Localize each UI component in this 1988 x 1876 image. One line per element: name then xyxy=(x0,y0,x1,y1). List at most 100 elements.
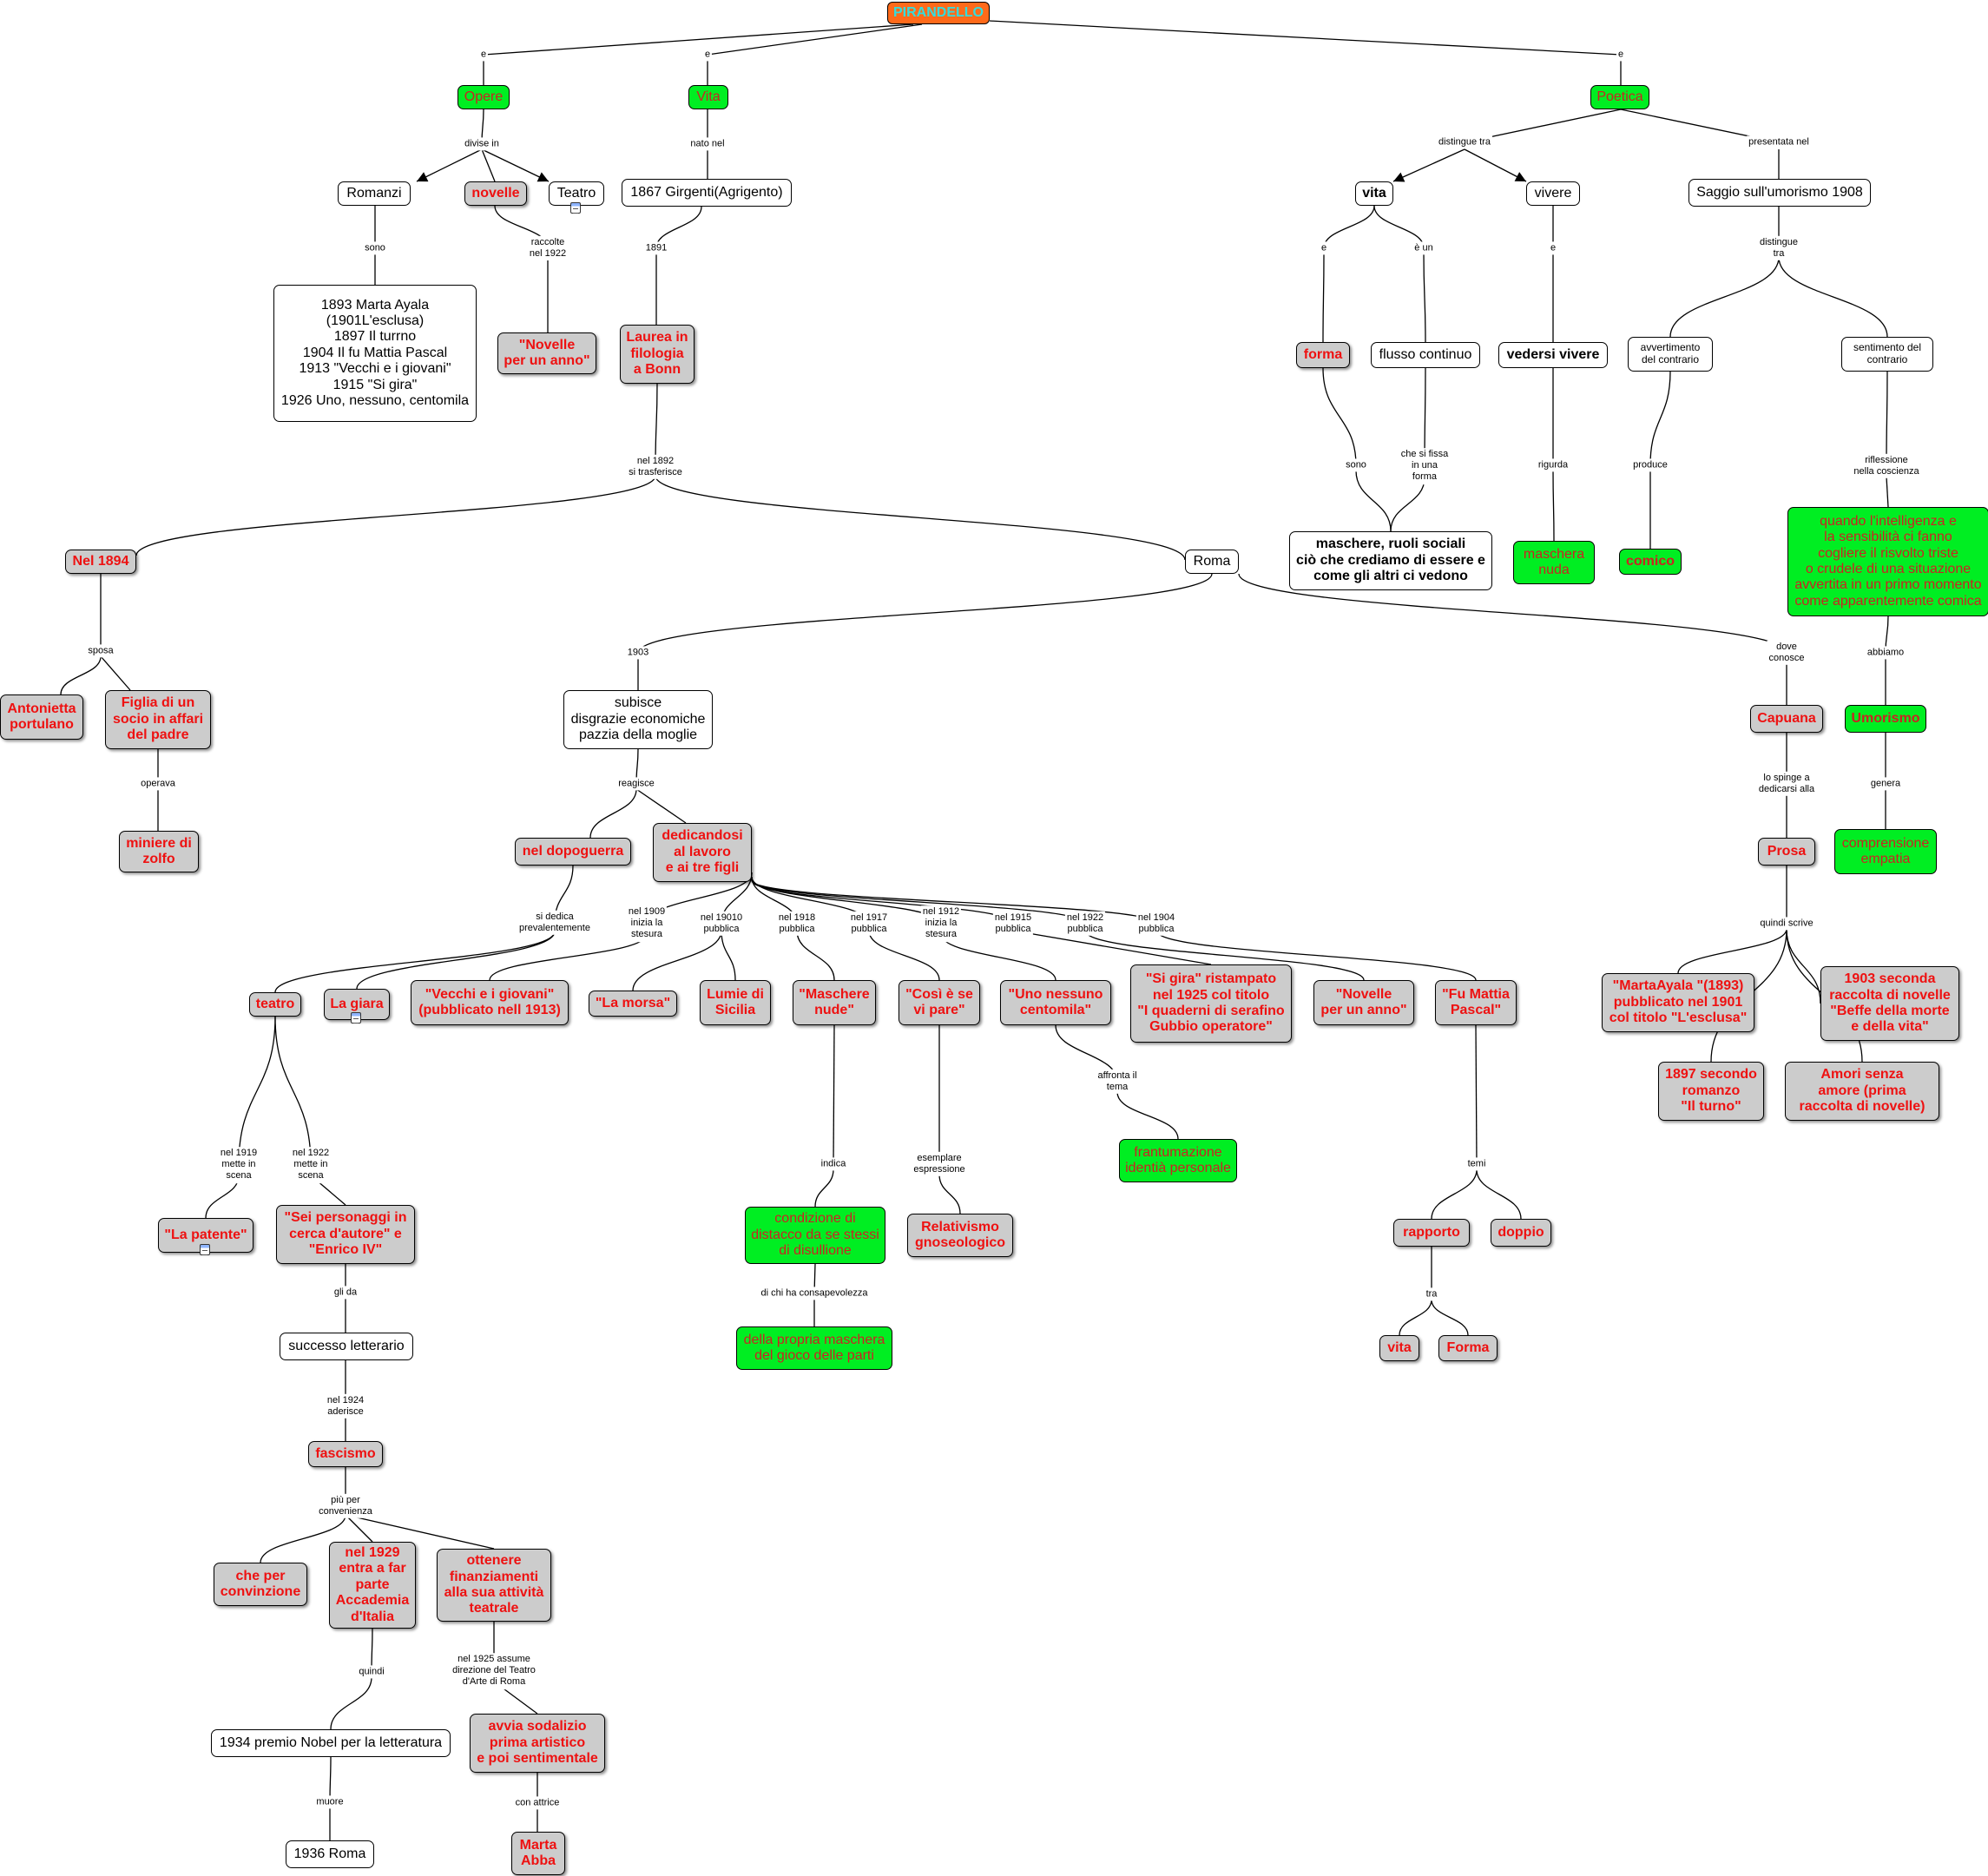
connector-line xyxy=(1322,253,1325,343)
node-condizione[interactable]: condizione di distacco da se stessi di d… xyxy=(745,1207,885,1264)
node-turno[interactable]: 1897 secondo romanzo "Il turno" xyxy=(1658,1062,1764,1121)
node-successo[interactable]: successo letterario xyxy=(280,1333,413,1360)
node-marta-abba[interactable]: Marta Abba xyxy=(511,1832,565,1875)
connector-line xyxy=(1399,1299,1432,1336)
node-vita-top[interactable]: Vita xyxy=(688,85,728,109)
link-label: quindi scrive xyxy=(1758,917,1815,931)
node-sodalizio[interactable]: avvia sodalizio prima artistico e poi se… xyxy=(470,1714,605,1773)
node-forma-tema[interactable]: Forma xyxy=(1438,1335,1498,1361)
node-vita-tema[interactable]: vita xyxy=(1379,1335,1419,1361)
node-opere[interactable]: Opere xyxy=(458,85,510,109)
node-beffe[interactable]: 1903 seconda raccolta di novelle "Beffe … xyxy=(1820,966,1959,1041)
node-morte[interactable]: 1936 Roma xyxy=(286,1840,374,1868)
node-avvertimento[interactable]: avvertimento del contrario xyxy=(1628,337,1713,372)
node-vecchi-giovani[interactable]: "Vecchi e i giovani" (pubblicato nell 19… xyxy=(411,980,569,1025)
node-saggio[interactable]: Saggio sull'umorismo 1908 xyxy=(1688,179,1871,207)
node-quando[interactable]: quando l'intelligenza e la sensibilità c… xyxy=(1787,507,1988,616)
connector-line xyxy=(868,930,940,981)
node-novelle-per-un-anno-top[interactable]: "Novelle per un anno" xyxy=(497,332,596,374)
node-disgrazie[interactable]: subisce disgrazie economiche pazzia dell… xyxy=(563,690,713,749)
link-label: dove conosce xyxy=(1767,640,1807,666)
node-si-gira[interactable]: "Si gira" ristampato nel 1925 col titolo… xyxy=(1130,964,1292,1043)
node-romanzi-list[interactable]: 1893 Marta Ayala (1901L'esclusa) 1897 Il… xyxy=(273,285,477,422)
node-frantumazione[interactable]: frantumazione identià personale xyxy=(1119,1139,1237,1182)
node-nascita[interactable]: 1867 Girgenti(Agrigento) xyxy=(622,179,792,207)
connector-line xyxy=(274,1016,312,1166)
node-maschere-ruoli[interactable]: maschere, ruoli sociali ciò che crediamo… xyxy=(1289,531,1492,590)
node-che-per-convinzione[interactable]: che per convinzione xyxy=(214,1563,307,1606)
connector-line xyxy=(1552,470,1555,542)
node-umorismo[interactable]: Umorismo xyxy=(1845,705,1926,733)
spreadsheet-icon[interactable] xyxy=(351,1012,361,1024)
node-comprensione[interactable]: comprensione empatia xyxy=(1834,829,1937,874)
link-label: esemplare espressione xyxy=(912,1151,967,1177)
link-label: nel 1922 pubblica xyxy=(1064,911,1106,937)
connector-line xyxy=(938,1174,961,1214)
node-prosa[interactable]: Prosa xyxy=(1758,838,1815,866)
link-label: sposa xyxy=(86,644,115,658)
node-figlia-socio[interactable]: Figlia di un socio in affari del padre xyxy=(105,690,211,749)
node-lumie[interactable]: Lumie di Sicilia xyxy=(700,980,771,1025)
node-forma[interactable]: forma xyxy=(1296,342,1350,368)
node-teatro-top[interactable]: Teatro xyxy=(549,181,604,206)
node-nel-1894[interactable]: Nel 1894 xyxy=(65,550,136,574)
node-uno-nessuno[interactable]: "Uno nessuno centomila" xyxy=(1000,980,1111,1025)
node-fu-mattia[interactable]: "Fu Mattia Pascal" xyxy=(1435,980,1517,1025)
node-vita-poetica[interactable]: vita xyxy=(1355,181,1393,206)
connector-line xyxy=(60,655,102,695)
node-laurea[interactable]: Laurea in filologia a Bonn xyxy=(620,325,694,384)
node-finanziamenti[interactable]: ottenere finanziamenti alla sua attività… xyxy=(437,1549,551,1622)
arrowhead xyxy=(417,172,429,182)
node-nobel[interactable]: 1934 premio Nobel per la letteratura xyxy=(211,1729,451,1757)
connector-line xyxy=(1390,477,1425,532)
node-novelle-per-un-anno[interactable]: "Novelle per un anno" xyxy=(1313,980,1414,1025)
link-label: nel 1892 si trasferisce xyxy=(627,454,684,480)
node-antonietta[interactable]: Antonietta portulano xyxy=(0,694,83,740)
connector-line xyxy=(1423,253,1426,343)
spreadsheet-icon[interactable] xyxy=(200,1244,210,1255)
link-label: raccolte nel 1922 xyxy=(527,235,569,261)
node-romanzi[interactable]: Romanzi xyxy=(338,181,411,206)
node-sei-personaggi[interactable]: "Sei personaggi in cerca d'autore" e "En… xyxy=(276,1205,415,1264)
link-label: nato nel xyxy=(688,137,727,151)
node-rapporto[interactable]: rapporto xyxy=(1393,1219,1470,1247)
link-label: e xyxy=(1616,48,1626,62)
node-amori[interactable]: Amori senza amore (prima raccolta di nov… xyxy=(1785,1062,1939,1121)
node-capuana[interactable]: Capuana xyxy=(1750,705,1823,733)
connector-line xyxy=(814,1168,834,1208)
link-label: 1903 xyxy=(625,646,651,660)
connector-line xyxy=(238,1016,276,1166)
connector-line xyxy=(707,23,923,56)
spreadsheet-icon[interactable] xyxy=(570,202,581,214)
link-label: tra xyxy=(1424,1287,1439,1301)
root-node-pirandello[interactable]: PIRANDELLO xyxy=(887,2,990,24)
node-flusso[interactable]: flusso continuo xyxy=(1371,342,1480,368)
node-poetica[interactable]: Poetica xyxy=(1590,85,1649,109)
link-label: muore xyxy=(314,1795,346,1809)
link-label: si dedica prevalentemente xyxy=(517,910,592,936)
node-comico[interactable]: comico xyxy=(1619,549,1682,575)
connector-line xyxy=(489,933,648,981)
node-doppio[interactable]: doppio xyxy=(1491,1219,1551,1247)
connector-line xyxy=(345,1514,495,1550)
node-propria-maschera[interactable]: della propria maschera del gioco delle p… xyxy=(736,1326,892,1370)
node-maschera-nuda[interactable]: maschera nuda xyxy=(1513,541,1595,584)
node-dopoguerra[interactable]: nel dopoguerra xyxy=(515,838,631,866)
node-teatro[interactable]: teatro xyxy=(249,992,301,1017)
node-vivere[interactable]: vivere xyxy=(1526,181,1580,206)
node-cosi-e[interactable]: "Così è se vi pare" xyxy=(899,980,980,1025)
link-label: nel 1918 pubblica xyxy=(776,911,818,937)
node-dedicandosi[interactable]: dedicandosi al lavoro e ai tre figli xyxy=(653,823,752,882)
node-la-morsa[interactable]: "La morsa" xyxy=(589,991,677,1017)
node-accademia[interactable]: nel 1929 entra a far parte Accademia d'I… xyxy=(329,1542,416,1629)
node-sentimento[interactable]: sentimento del contrario xyxy=(1841,337,1933,372)
node-relativismo[interactable]: Relativismo gnoseologico xyxy=(907,1214,1013,1257)
node-marta-ayala[interactable]: "MartaAyala "(1893) pubblicato nel 1901 … xyxy=(1602,973,1754,1032)
node-fascismo[interactable]: fascismo xyxy=(308,1441,383,1467)
node-vedersi[interactable]: vedersi vivere xyxy=(1498,342,1608,368)
node-maschere-nude[interactable]: "Maschere nude" xyxy=(793,980,876,1025)
node-roma[interactable]: Roma xyxy=(1185,550,1239,574)
node-miniere[interactable]: miniere di zolfo xyxy=(119,831,199,872)
node-novelle[interactable]: novelle xyxy=(464,181,527,206)
link-label: che si fissa in una forma xyxy=(1399,448,1451,484)
